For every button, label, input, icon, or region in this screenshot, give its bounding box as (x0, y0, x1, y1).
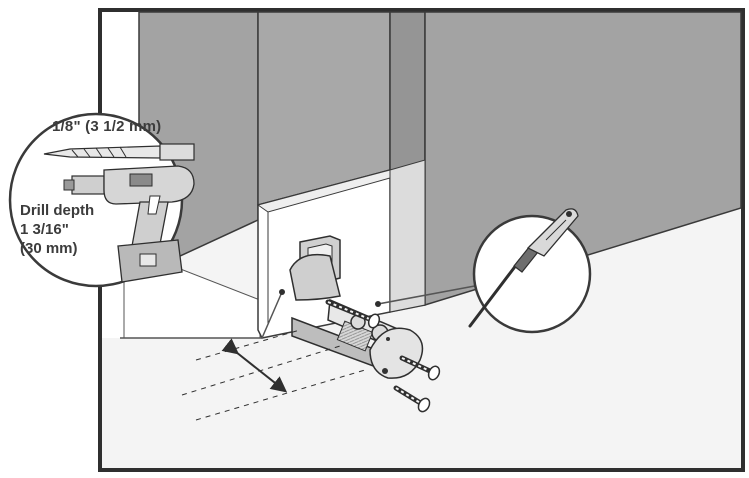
door-stop-bracket (289, 235, 341, 301)
door-stop-arm (291, 298, 424, 379)
drill-depth-imperial: 1 3/16" (20, 221, 69, 238)
leader-dot-screwdriver (375, 301, 381, 307)
screw-right (399, 355, 441, 381)
screwdriver-callout-circle (472, 214, 592, 334)
leader-dot-drill (279, 289, 285, 295)
screwdriver-icon (468, 208, 579, 328)
leader-line-drill (120, 291, 283, 339)
drill-depth-label: Drill depth 1 3/16" (30 mm) (20, 201, 94, 258)
double-arrow-icon (221, 338, 288, 393)
screw-upper (325, 299, 381, 329)
baseboard-side (389, 159, 426, 313)
drill-depth-title: Drill depth (20, 202, 95, 219)
cordless-drill-icon (63, 165, 195, 283)
drill-bit-icon (43, 143, 195, 161)
drill-depth-metric: (30 mm) (20, 240, 78, 257)
leader-line-screwdriver (377, 284, 481, 305)
screw-lower (393, 385, 431, 413)
drill-bit-size-label: 1/8" (3 1/2 mm) (52, 118, 162, 135)
